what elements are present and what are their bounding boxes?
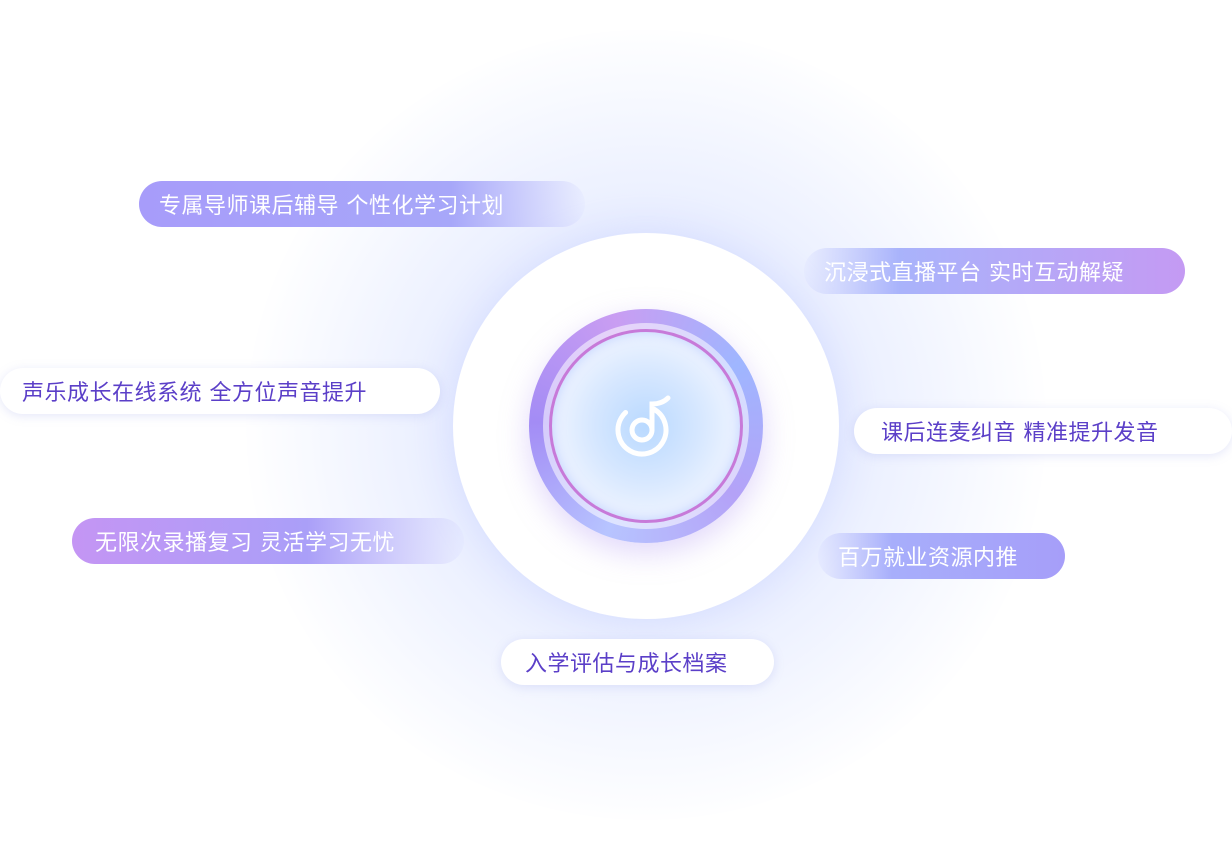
feature-label: 沉浸式直播平台 实时互动解疑 xyxy=(824,261,1124,286)
feature-vocal-growth-system: 声乐成长在线系统 全方位声音提升 xyxy=(0,368,440,414)
music-note-icon xyxy=(615,395,671,457)
feature-label: 百万就业资源内推 xyxy=(838,546,1019,571)
feature-unlimited-replay: 无限次录播复习 灵活学习无忧 xyxy=(72,518,464,564)
feature-live-platform: 沉浸式直播平台 实时互动解疑 xyxy=(804,248,1185,294)
feature-label: 专属导师课后辅导 个性化学习计划 xyxy=(159,194,504,219)
feature-enrollment-assessment: 入学评估与成长档案 xyxy=(501,639,774,685)
feature-pronunciation-correction: 课后连麦纠音 精准提升发音 xyxy=(854,408,1232,454)
feature-label: 课后连麦纠音 精准提升发音 xyxy=(881,421,1159,446)
feature-label: 无限次录播复习 灵活学习无忧 xyxy=(95,531,395,556)
feature-job-referral: 百万就业资源内推 xyxy=(818,533,1065,579)
inner-ring xyxy=(549,329,743,523)
feature-label: 声乐成长在线系统 全方位声音提升 xyxy=(22,381,367,406)
feature-label: 入学评估与成长档案 xyxy=(525,652,728,677)
feature-mentor-tutoring: 专属导师课后辅导 个性化学习计划 xyxy=(139,181,585,227)
